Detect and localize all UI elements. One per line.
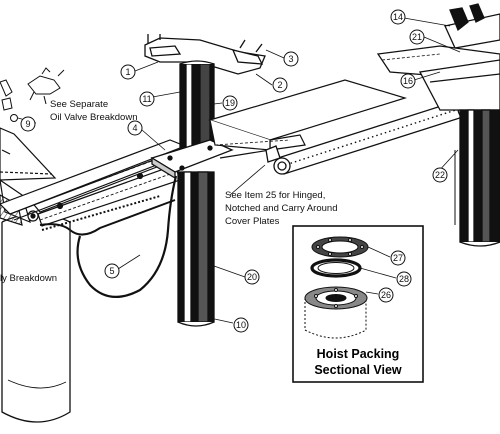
oil-valve-fittings: [0, 67, 65, 122]
callout-26: 26: [378, 287, 394, 303]
callout-1: 1: [120, 64, 136, 80]
callout-2: 2: [272, 77, 288, 93]
svg-text:26: 26: [381, 290, 391, 300]
callout-21: 21: [409, 29, 425, 45]
svg-text:10: 10: [236, 320, 246, 330]
svg-text:11: 11: [142, 94, 151, 104]
svg-text:28: 28: [399, 274, 409, 284]
callout-4: 4: [127, 120, 143, 136]
callout-22: 22: [432, 167, 448, 183]
callout-9: 9: [20, 116, 36, 132]
hoist-packing-inset: Hoist Packing Sectional View: [292, 225, 424, 383]
note-oil-valve-line2: Oil Valve Breakdown: [50, 112, 137, 123]
hydraulic-hose: [76, 175, 178, 298]
svg-text:3: 3: [288, 54, 293, 64]
svg-text:22: 22: [435, 170, 445, 180]
packing-ring-27: [311, 236, 369, 258]
callout-19: 19: [222, 95, 238, 111]
svg-text:5: 5: [109, 266, 114, 276]
right-post-assembly: [376, 3, 500, 247]
svg-text:9: 9: [25, 119, 30, 129]
notes: See Separate Oil Valve Breakdown See Ite…: [0, 99, 337, 284]
note-item25-line1: See Item 25 for Hinged,: [225, 190, 325, 201]
leader-lines: [17, 17, 461, 324]
callout-28: 28: [396, 271, 412, 287]
note-item25-line2: Notched and Carry Around: [225, 203, 337, 214]
note-item25-line3: Cover Plates: [225, 216, 280, 227]
callout-3: 3: [283, 51, 299, 67]
svg-text:14: 14: [393, 12, 403, 22]
svg-text:16: 16: [403, 76, 413, 86]
inset-title-line1: Hoist Packing: [317, 347, 400, 361]
callouts: 1 2 3 4 5 9 10 11 14 16 19 20 21 22 26 2…: [20, 9, 448, 333]
callout-16: 16: [400, 73, 416, 89]
note-oil-valve-line1: See Separate: [50, 99, 108, 110]
chain-runs: [39, 195, 176, 236]
svg-text:19: 19: [225, 98, 235, 108]
center-post: [144, 34, 266, 327]
svg-text:21: 21: [412, 32, 422, 42]
svg-text:4: 4: [132, 123, 137, 133]
callout-20: 20: [244, 269, 260, 285]
svg-text:1: 1: [125, 67, 130, 77]
svg-text:27: 27: [393, 253, 403, 263]
callout-14: 14: [390, 9, 406, 25]
callout-10: 10: [233, 317, 249, 333]
runway-cover-plate: [208, 79, 408, 159]
left-cylinder: [1, 213, 71, 423]
callout-27: 27: [390, 250, 406, 266]
note-assembly-fragment: ly Breakdown: [0, 273, 57, 284]
inset-title-line2: Sectional View: [314, 363, 402, 377]
seal-ring-28: [310, 258, 362, 278]
svg-text:20: 20: [247, 272, 257, 282]
gland-26: [304, 286, 368, 339]
callout-11: 11: [139, 91, 155, 107]
svg-text:2: 2: [277, 80, 282, 90]
callout-5: 5: [104, 263, 120, 279]
